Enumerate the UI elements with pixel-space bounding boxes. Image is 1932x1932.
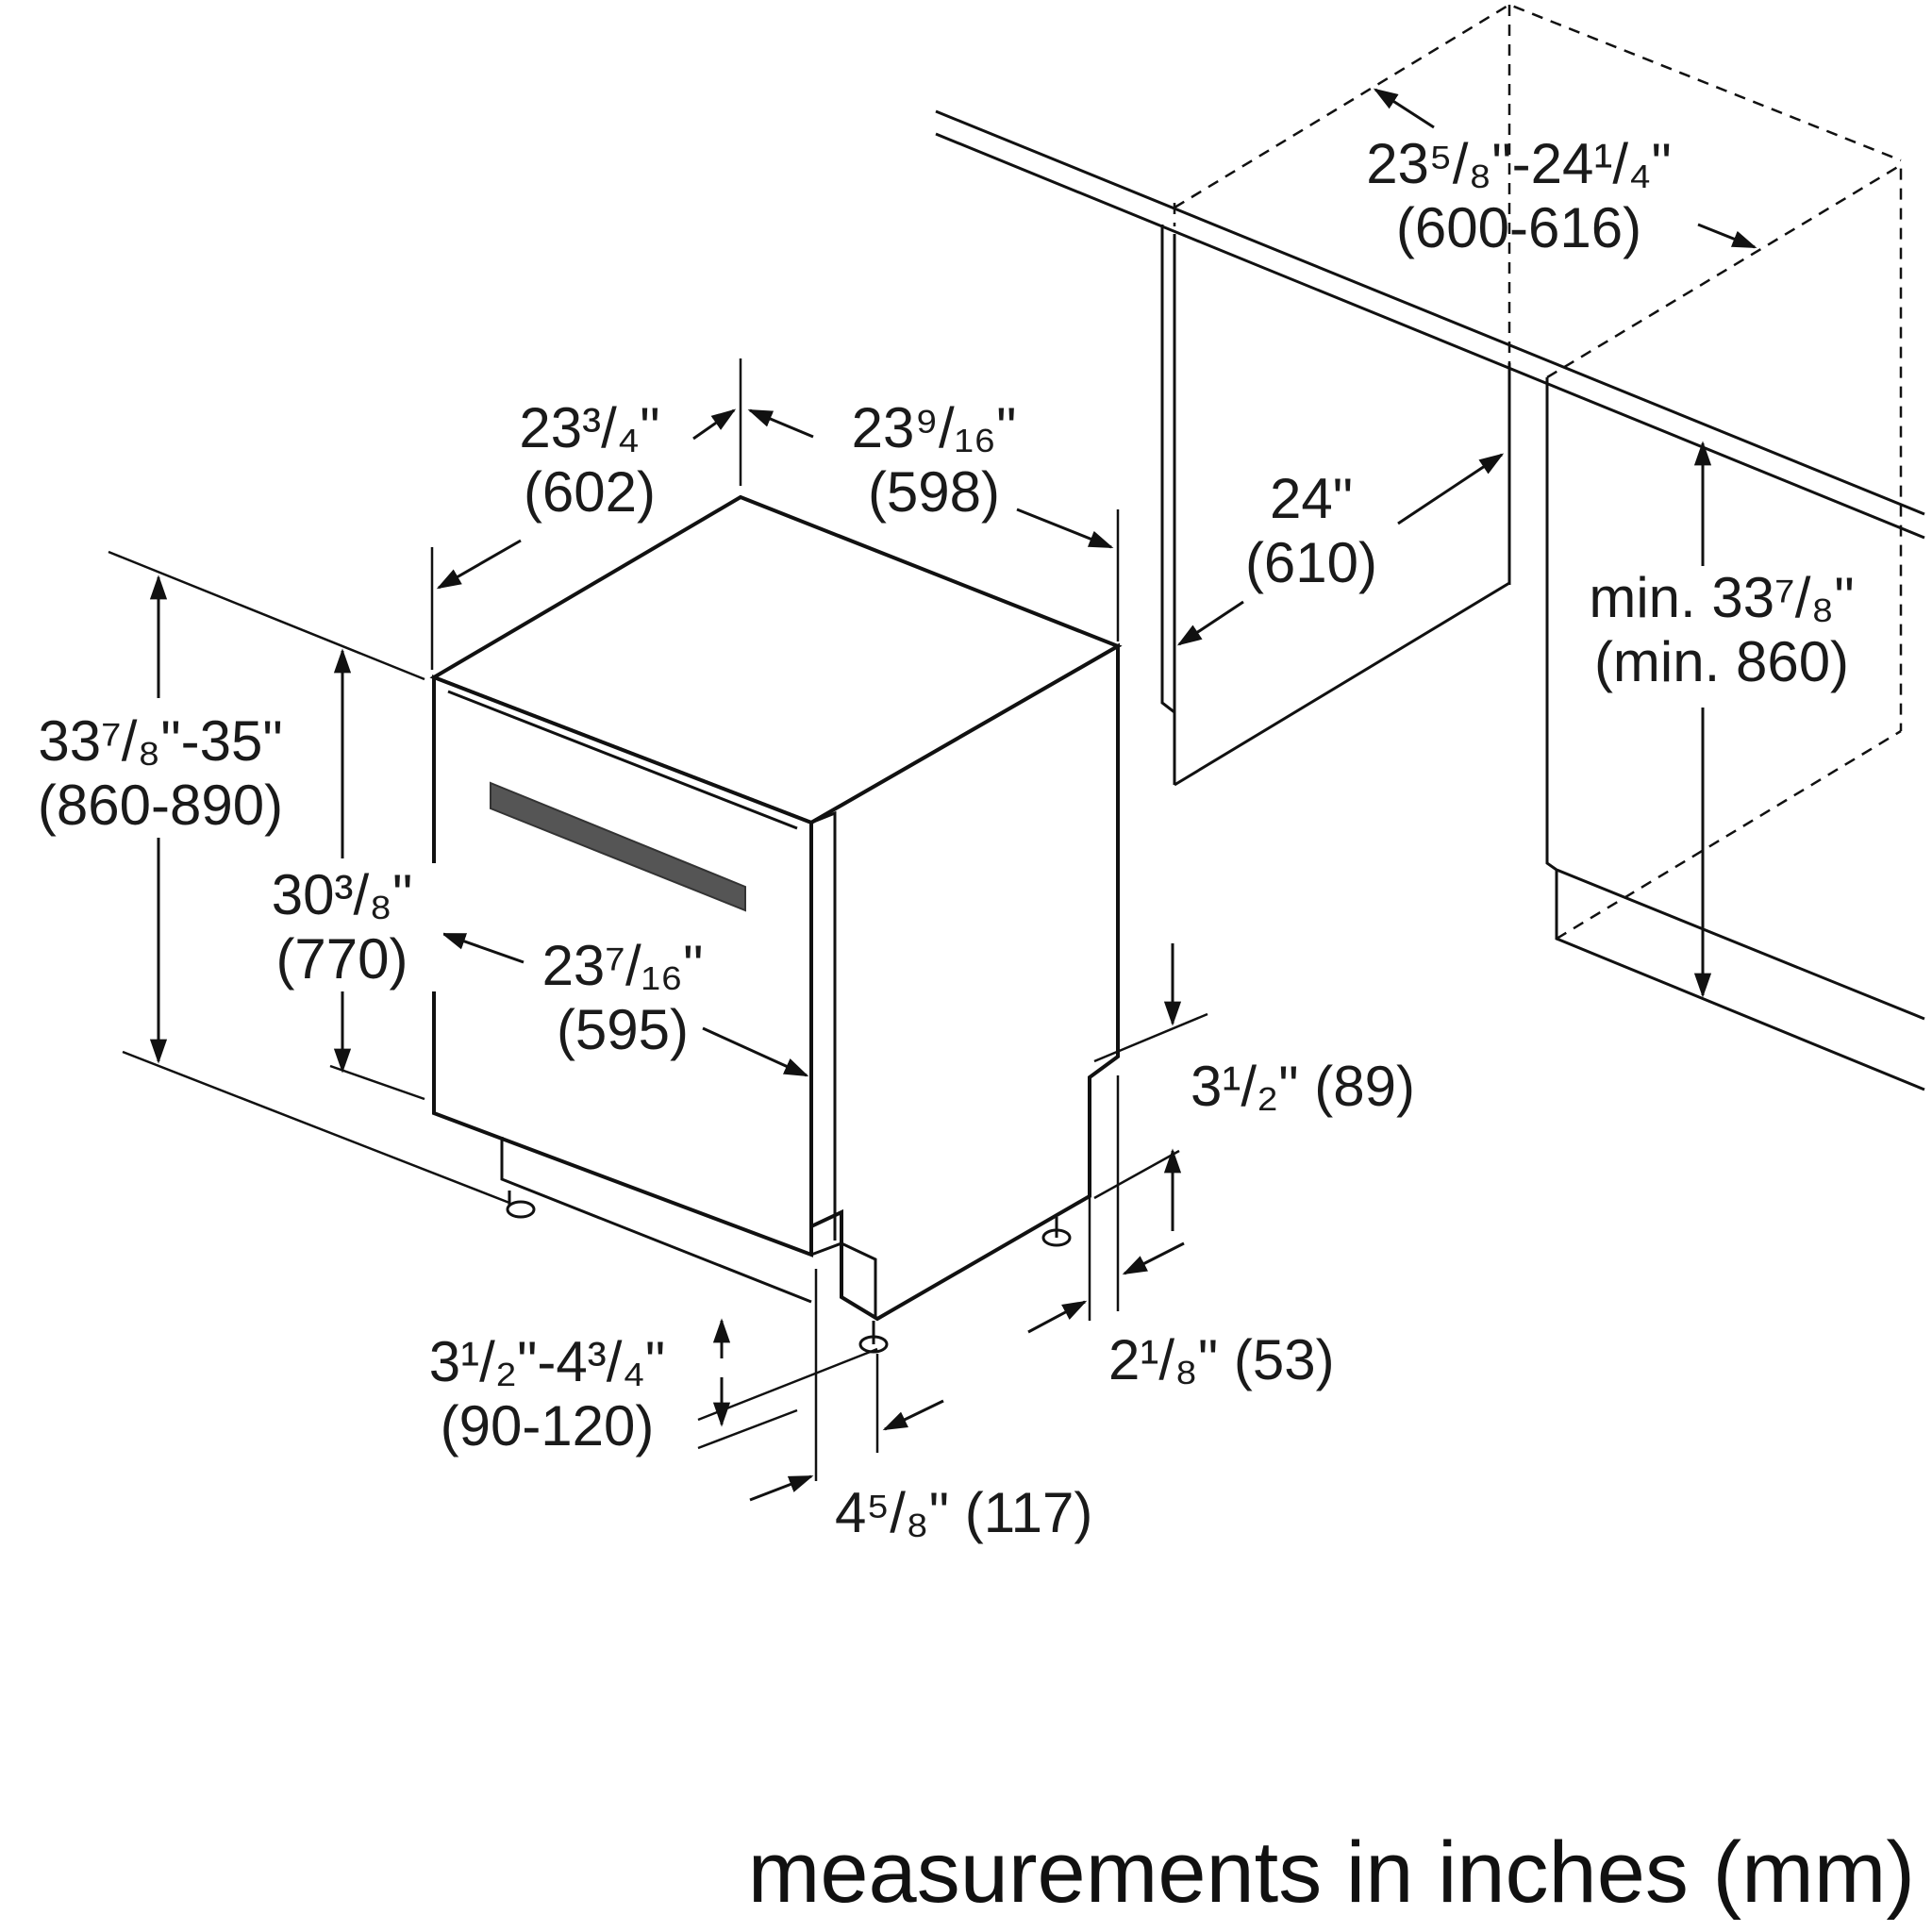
- niche-width-metric: (600-616): [1395, 196, 1642, 259]
- cabinet-height-label: 30³/₈" (770): [241, 863, 443, 991]
- overall-height-metric: (860-890): [37, 774, 284, 837]
- rear-toe-depth-label: 2¹/₈" (53): [1108, 1328, 1335, 1392]
- niche-depth-imperial: 24": [1269, 467, 1354, 530]
- niche-width-label: 23⁵/₈"-24¹/₄" (600-616): [1321, 132, 1717, 260]
- overall-height-label: 33⁷/₈"-35" (860-890): [9, 709, 311, 838]
- niche-min-height-label: min. 33⁷/₈" (min. 860): [1566, 566, 1877, 694]
- foot-height-imperial: 3¹/₂"-4³/₄": [428, 1330, 666, 1393]
- cabinet-height-imperial: 30³/₈": [271, 863, 413, 926]
- door-width-label: 23⁷/₁₆" (595): [514, 934, 731, 1062]
- top-depth-label: 23³/₄" (602): [486, 396, 693, 525]
- foot-height-metric: (90-120): [440, 1394, 655, 1457]
- top-width-metric: (598): [867, 460, 1001, 524]
- niche-depth-metric: (610): [1244, 531, 1378, 594]
- dishwasher-body: [429, 494, 1123, 1354]
- toe-kick-depth-label: 4⁵/₈" (117): [835, 1481, 1092, 1545]
- overall-height-imperial: 33⁷/₈"-35": [38, 709, 283, 773]
- niche-min-height-metric: (min. 860): [1593, 630, 1850, 693]
- niche-min-height-imperial: min. 33⁷/₈": [1589, 566, 1855, 629]
- rear-toe-depth-text: 2¹/₈" (53): [1108, 1328, 1335, 1391]
- top-depth-imperial: 23³/₄": [519, 396, 660, 459]
- rear-toe-height-text: 3¹/₂" (89): [1191, 1055, 1415, 1118]
- cabinet-niche: [935, 3, 1925, 1091]
- niche-width-imperial: 23⁵/₈"-24¹/₄": [1366, 132, 1672, 195]
- top-width-imperial: 23⁹/₁₆": [851, 396, 1017, 459]
- top-width-label: 23⁹/₁₆" (598): [821, 396, 1047, 525]
- extension-lines: [108, 358, 1208, 1481]
- foot-height-label: 3¹/₂"-4³/₄" (90-120): [396, 1330, 698, 1458]
- toe-kick-depth-text: 4⁵/₈" (117): [835, 1481, 1093, 1544]
- door-width-imperial: 23⁷/₁₆": [541, 934, 704, 997]
- rear-toe-height-label: 3¹/₂" (89): [1191, 1055, 1415, 1119]
- door-width-metric: (595): [556, 998, 690, 1061]
- cabinet-height-metric: (770): [275, 927, 408, 991]
- dimension-arrows: [149, 88, 1757, 1502]
- units-caption: measurements in inches (mm): [747, 1824, 1915, 1921]
- top-depth-metric: (602): [523, 460, 657, 524]
- niche-depth-label: 24" (610): [1217, 467, 1406, 595]
